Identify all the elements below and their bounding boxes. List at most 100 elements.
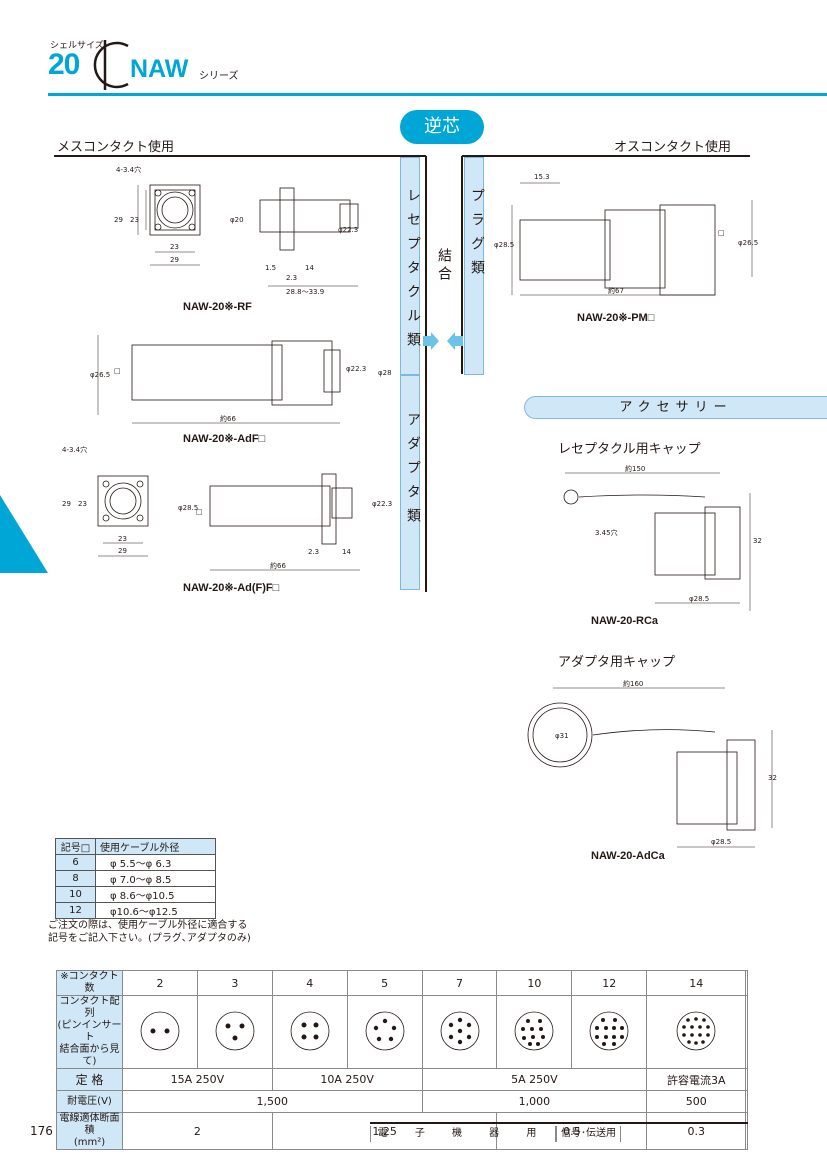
cable-header-symbol: 記号□ [55, 838, 96, 855]
rf-dim-d22: φ22.3 [338, 226, 358, 234]
cable-symbol: 6 [55, 854, 96, 871]
pin-layout-2 [122, 995, 198, 1069]
contact-count: 12 [571, 970, 648, 996]
pm-dim-length: 約67 [608, 286, 624, 295]
wire-area-unit: (mm²) [73, 1137, 106, 1148]
rca-dim-32: 32 [753, 537, 762, 545]
voltage-value: 1,500 [122, 1090, 423, 1113]
receptacle-category-label: レセプタクル類 [405, 188, 421, 356]
order-note-line2: 記号をご記入下さい。(プラグ､アダプタのみ) [48, 933, 251, 944]
adff-dim-hole: 4-3.4穴 [62, 445, 87, 454]
cable-header-diameter: 使用ケーブル外径 [95, 838, 216, 855]
empty-cell [745, 1068, 748, 1091]
pm-dim-d28: φ28.5 [494, 241, 514, 249]
adapter-category-bar: アダプタ類 [400, 375, 421, 590]
contact-count: 14 [646, 970, 747, 996]
order-note: ご注文の際は、使用ケーブル外径に適合する 記号をご記入下さい。(プラグ､アダプタ… [48, 919, 251, 945]
table-row: 12 φ10.6～φ12.5 [55, 902, 216, 919]
adapter-cap-title: アダプタ用キャップ [558, 655, 676, 670]
cable-diameter: φ10.6～φ12.5 [95, 902, 216, 919]
voltage-label: 耐電圧(V) [56, 1090, 123, 1113]
layout-label-line: (ピンインサート [57, 1020, 122, 1043]
cable-symbol: 8 [55, 870, 96, 887]
pm-dim-d26: φ26.5 [738, 239, 758, 247]
series-name: NAW [130, 55, 189, 83]
empty-cell [745, 970, 748, 996]
rf-dim-hole: 4-3.4穴 [116, 165, 141, 174]
wire-area-value: 1.25 [271, 1112, 498, 1150]
drawing-rca: 約150 3.45穴 32 φ28.5 [563, 464, 762, 611]
contact-count: 7 [421, 970, 498, 996]
rating-label: 定 格 [56, 1068, 123, 1091]
cable-symbol: 10 [55, 886, 96, 903]
pm-dim-square: □ [718, 229, 725, 237]
adf-dim-d22: φ22.3 [346, 365, 366, 373]
pin-layout-3 [196, 995, 273, 1069]
female-contact-title: メスコンタクト使用 [57, 140, 175, 155]
receptacle-cap-title: レセプタクル用キャップ [558, 442, 701, 457]
table-row: 10 φ 8.6～φ10.5 [55, 886, 216, 903]
rf-dim-w23: 23 [170, 243, 179, 251]
pm-dim-15: 15.3 [534, 173, 550, 181]
label-rca: NAW-20-RCa [591, 615, 659, 627]
wire-area-value: 0.5 [496, 1112, 648, 1150]
plug-category-label: プラグ類 [469, 188, 485, 284]
wire-area-value: 2 [122, 1112, 273, 1150]
order-note-line1: ご注文の際は、使用ケーブル外径に適合する [48, 920, 248, 931]
label-adff: NAW-20※-Ad(F)F□ [183, 582, 280, 594]
adff-dim-w23: 23 [118, 535, 127, 543]
label-adca: NAW-20-AdCa [591, 850, 665, 862]
cable-diameter: φ 8.6～φ10.5 [95, 886, 216, 903]
series-suffix: シリーズ [199, 71, 239, 82]
contact-count: 2 [122, 970, 198, 996]
wire-area-label-line: 電線適体断面積 [59, 1113, 120, 1136]
cable-size-table: 記号□ 使用ケーブル外径 6 φ 5.5～φ 6.3 8 φ 7.0～φ 8.5… [55, 838, 216, 919]
adff-dim-square: □ [196, 508, 203, 516]
table-row: 6 φ 5.5～φ 6.3 [55, 854, 216, 871]
cable-diameter: φ 5.5～φ 6.3 [95, 854, 216, 871]
rf-dim-w29: 29 [170, 256, 179, 264]
rating-value: 許容電流3A [646, 1068, 747, 1091]
wire-area-label: 電線適体断面積 (mm²) [56, 1112, 123, 1150]
receptacle-category-bar: レセプタクル類 [400, 157, 421, 375]
empty-cell [745, 995, 748, 1069]
pin-layout-4 [271, 995, 348, 1069]
adff-dim-h23: 23 [78, 500, 87, 508]
label-pm: NAW-20※-PM□ [577, 312, 655, 324]
pin-layout-10 [496, 995, 573, 1069]
table-row: 8 φ 7.0～φ 8.5 [55, 870, 216, 887]
adff-dim-length: 約66 [270, 561, 286, 570]
drawing-adca: 約160 φ31 32 φ28.5 [527, 679, 777, 848]
label-adf: NAW-20※-AdF□ [183, 433, 266, 445]
plug-category-bar: プラグ類 [464, 157, 485, 375]
coupling-arrows [423, 332, 463, 350]
ic-logo [93, 40, 129, 90]
rf-dim-h23: 23 [130, 216, 139, 224]
rf-dim-h29: 29 [114, 216, 123, 224]
voltage-value: 1,000 [421, 1090, 648, 1113]
contact-count: 10 [496, 970, 573, 996]
side-tab-triangle [0, 495, 48, 573]
wire-area-value: 0.3 [646, 1112, 747, 1150]
reverse-core-badge: 逆芯 [400, 110, 484, 144]
contact-count: 3 [196, 970, 273, 996]
adff-dim-14: 14 [342, 548, 351, 556]
cable-symbol: 12 [55, 902, 96, 919]
header-rule [48, 93, 827, 96]
adf-dim-d28: φ28 [378, 369, 392, 377]
left-divider [54, 155, 427, 592]
page-number: 176 [30, 1124, 53, 1138]
rating-value: 15A 250V [122, 1068, 273, 1091]
rating-value: 10A 250V [271, 1068, 423, 1091]
rf-dim-1-5: 1.5 [265, 264, 276, 272]
empty-cell [745, 1112, 748, 1150]
drawing-adff: 4-3.4穴 29 23 23 29 φ28.5 φ22.3 2.3 14 約6… [62, 445, 392, 571]
adff-dim-w29: 29 [118, 547, 127, 555]
shell-size-label: シェルサイズ [50, 41, 104, 51]
rf-dim-2-3: 2.3 [286, 274, 297, 282]
contact-count-label: ※コンタクト数 [56, 970, 123, 996]
rf-dim-d20: φ20 [230, 216, 244, 224]
voltage-value: 500 [646, 1090, 747, 1113]
layout-label-line: コンタクト配列 [59, 996, 120, 1019]
adf-dim-d26: φ26.5 [90, 371, 110, 379]
